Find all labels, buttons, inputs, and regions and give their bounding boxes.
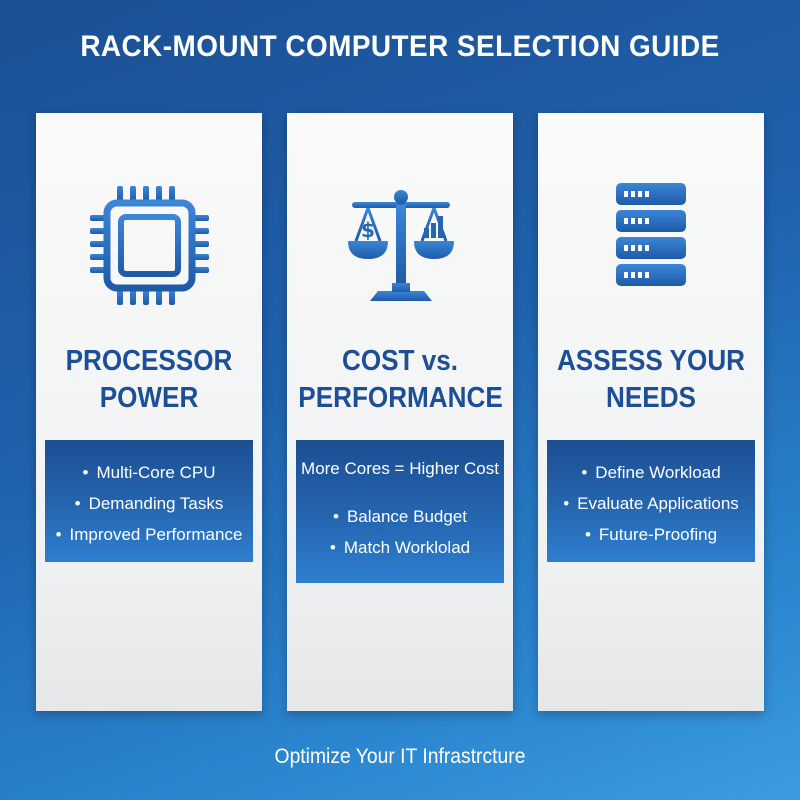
list-item: •Define Workload (581, 463, 721, 482)
svg-text:$: $ (361, 218, 375, 242)
balance-scale-icon: $ (287, 183, 513, 308)
cpu-chip-icon (36, 183, 262, 308)
feature-box: •Define Workload •Evaluate Applications … (547, 440, 755, 562)
feature-box: More Cores = Higher Cost •Balance Budget… (296, 440, 504, 583)
list-item: •Multi-Core CPU (82, 463, 216, 482)
list-item: •Future-Proofing (584, 525, 718, 544)
card-cost-vs-performance: $ COST vs. PERFORMANCE More Cores = High… (287, 113, 513, 711)
card-title: COST vs. PERFORMANCE (298, 345, 503, 414)
card-assess-your-needs: ASSESS YOUR NEEDS •Define Workload •Eval… (538, 113, 764, 711)
card-processor-power: PROCESSOR POWER •Multi-Core CPU •Demandi… (36, 113, 262, 711)
card-title: PROCESSOR POWER (65, 345, 233, 414)
list-item: •Improved Performance (55, 525, 243, 544)
lead-text: More Cores = Higher Cost (301, 459, 499, 478)
feature-box: •Multi-Core CPU •Demanding Tasks •Improv… (45, 440, 253, 562)
list-item: •Demanding Tasks (74, 494, 224, 513)
list-item: •Evaluate Applications (563, 494, 739, 513)
server-stack-icon (538, 183, 764, 308)
card-title: ASSESS YOUR NEEDS (556, 345, 746, 414)
footer-tagline: Optimize Your IT Infrastrcture (274, 745, 526, 768)
list-item: •Match Worklolad (329, 538, 471, 557)
page-title: RACK-MOUNT COMPUTER SELECTION GUIDE (80, 30, 720, 63)
list-item: •Balance Budget (333, 507, 467, 526)
